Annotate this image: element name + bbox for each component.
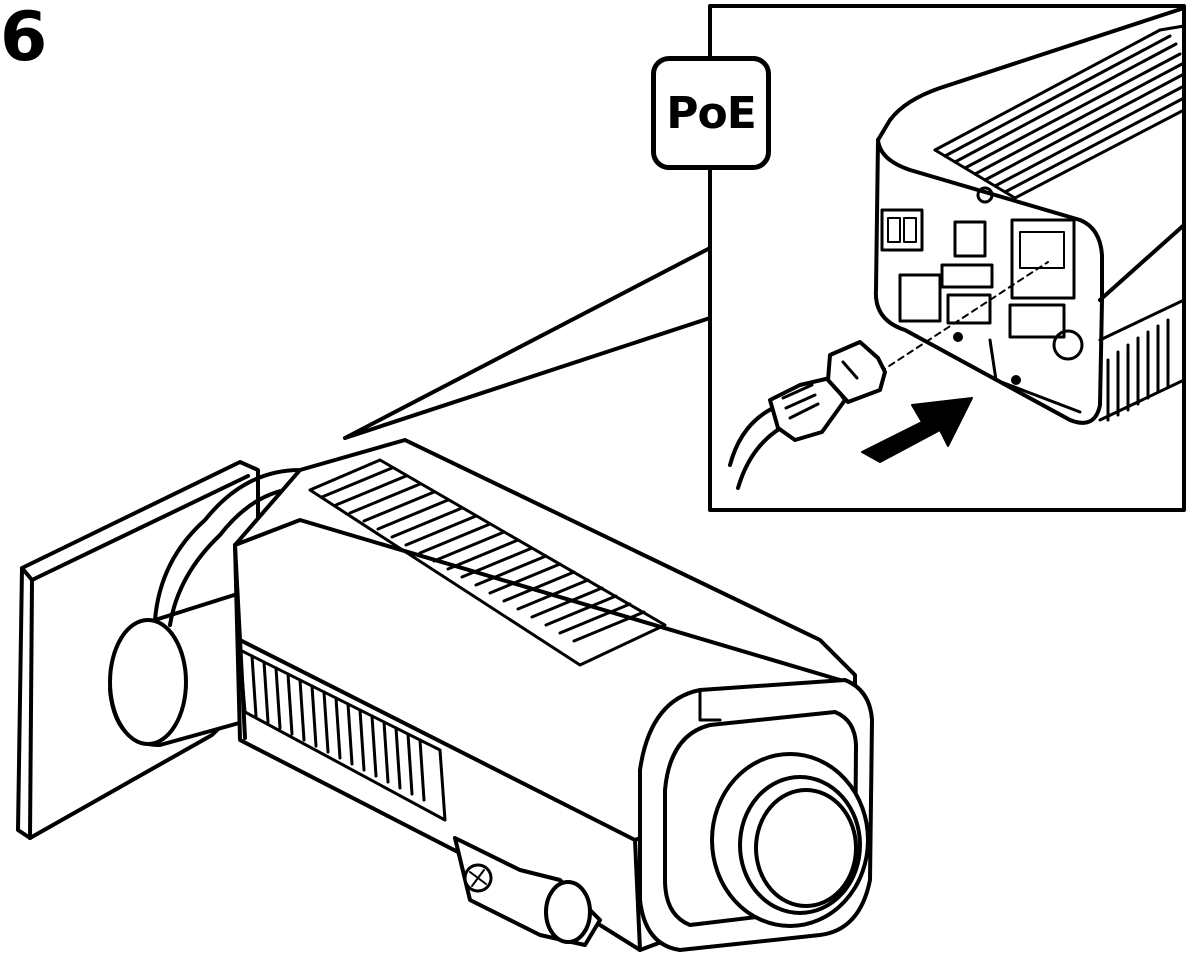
insertion-guide-line [879,261,1049,373]
bracket-knob [544,880,592,944]
power-connector [898,273,942,323]
rj45-port-icon [1010,218,1076,300]
side-cooling-fins [1098,298,1186,422]
mount-arm-end [108,618,188,746]
status-led [1052,329,1084,361]
network-cable-icon [728,340,887,490]
callout-inset [343,4,1186,512]
power-terminal [1008,303,1066,339]
insert-arrow-icon [861,397,973,463]
leader-line-upper [343,246,712,440]
camera-assembly [16,438,874,952]
sd-card-slot [940,263,994,289]
control-button [946,293,992,325]
poe-badge: PoE [651,56,771,170]
step-number: 6 [0,0,48,77]
rear-screw-icon [976,186,994,204]
camera-cable [153,466,347,622]
lens-glass [754,788,858,908]
poe-badge-label: PoE [666,87,757,139]
leader-line-lower [343,316,712,440]
audio-connector [953,220,987,258]
camera-rear-closeup [873,6,1186,425]
top-cooling-fins [308,458,667,667]
rear-cooling-fins [933,24,1186,200]
side-cooling-fins-main [238,648,447,822]
io-terminal-connector [880,208,924,252]
